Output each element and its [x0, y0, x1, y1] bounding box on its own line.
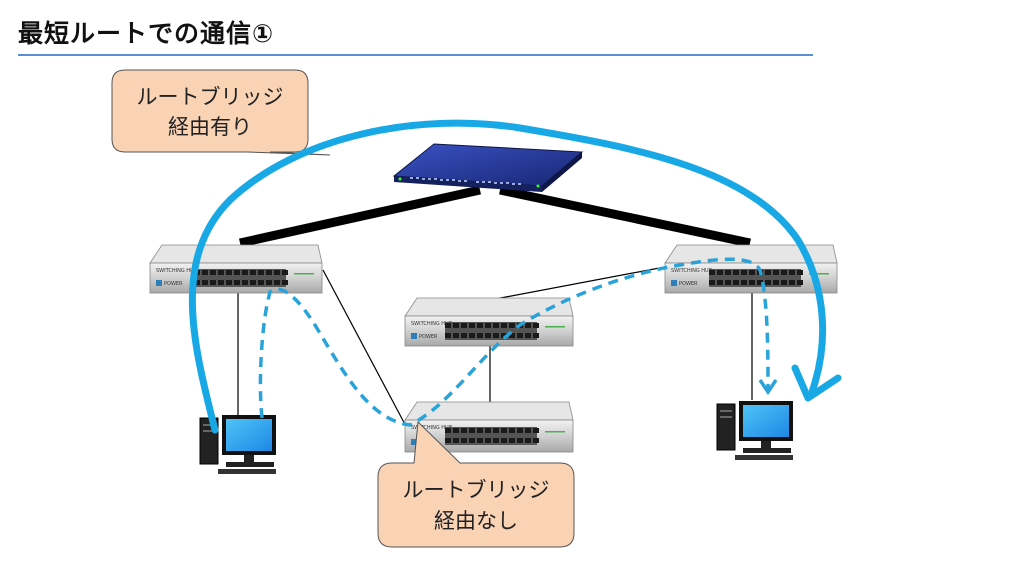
solid-route-path: [188, 119, 827, 434]
page-title: 最短ルートでの通信①: [18, 19, 275, 48]
switch-label: SWITCHING HUB: [411, 321, 453, 327]
solid-route-arrowhead: [791, 364, 842, 402]
trunk-link-right: [499, 185, 751, 248]
power-label: POWER: [419, 334, 438, 340]
title-underline: [18, 54, 813, 56]
pc-left: [199, 415, 276, 474]
callout-top-line1: ルートブリッジ: [137, 85, 284, 109]
link-middle-right-switch: [489, 265, 671, 301]
callout-bottom-line1: ルートブリッジ: [403, 478, 550, 502]
dashed-route-path: [258, 257, 770, 427]
switch-label: SWITCHING HUB: [671, 268, 713, 274]
callout-root-bridge-not-via: ルートブリッジ 経由なし: [377, 420, 575, 548]
callout-bottom-line2: 経由なし: [434, 509, 518, 533]
switch-label: SWITCHING HUB: [411, 425, 453, 431]
power-label: POWER: [164, 281, 183, 287]
switch-middle: SWITCHING HUB POWER: [404, 297, 574, 347]
switch-left: SWITCHING HUB POWER: [149, 244, 323, 294]
callout-root-bridge-via: ルートブリッジ 経由有り: [111, 69, 331, 156]
switch-label: SWITCHING HUB: [156, 268, 198, 274]
pc-right: [716, 401, 793, 460]
trunk-link-left: [239, 185, 481, 248]
callout-top-line2: 経由有り: [168, 115, 252, 139]
link-left-switch-bottom-switch: [322, 269, 409, 431]
power-label: POWER: [679, 281, 698, 287]
dashed-route-arrowhead: [758, 379, 778, 396]
root-bridge-switch: [392, 143, 584, 192]
